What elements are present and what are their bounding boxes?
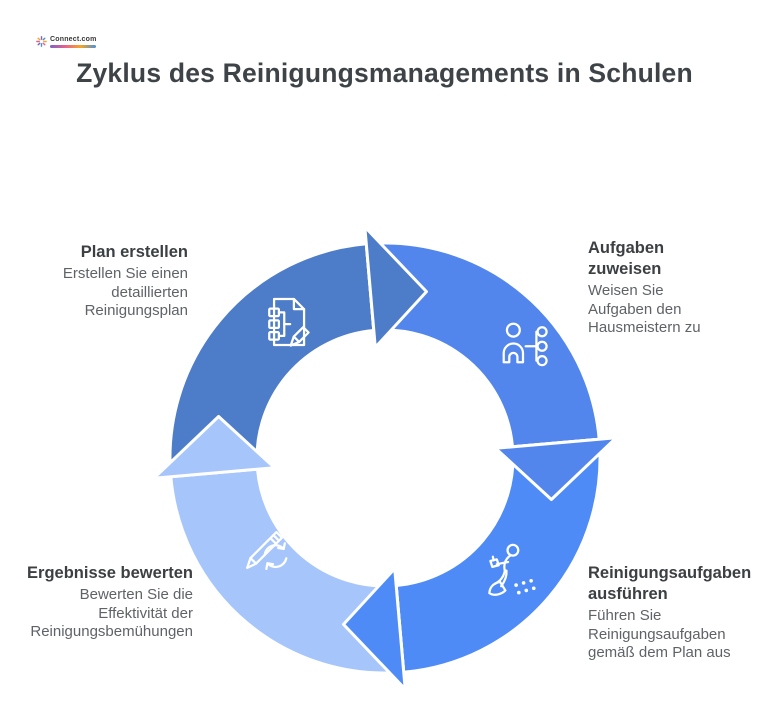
person-cleaning-icon (477, 539, 537, 599)
logo: Connect.com (36, 36, 97, 48)
step-heading: Reinigungsaufgaben ausführen (588, 564, 752, 603)
step-heading: Aufgaben zuweisen (588, 239, 665, 278)
step-heading: Plan erstellen (80, 243, 188, 261)
cycle-arrowhead-bottom-right (342, 567, 407, 691)
logo-text: Connect.com (50, 36, 97, 43)
cycle-arrowhead-top-right (494, 436, 618, 501)
person-task-assignment-icon (493, 313, 553, 373)
step-description: Erstellen Sie einen detaillierten Reinig… (62, 264, 188, 320)
step-heading: Ergebnisse bewerten (27, 564, 193, 582)
step-label-ergebnisse-bewerten: Ergebnisse bewerten Bewerten Sie die Eff… (13, 563, 193, 642)
document-plan-pencil-icon (258, 292, 318, 352)
step-description: Führen Sie Reinigungsaufgaben gemäß dem … (588, 606, 731, 662)
page-title: Zyklus des Reinigungsmanagements in Schu… (76, 58, 693, 88)
step-label-aufgaben-zuweisen: Aufgaben zuweisen Weisen Sie Aufgaben de… (588, 238, 716, 338)
cycle-arrowhead-top-left (363, 225, 428, 349)
logo-starburst-icon (36, 36, 47, 47)
step-description: Weisen Sie Aufgaben den Hausmeistern zu (588, 281, 701, 337)
step-label-reinigungsaufgaben-ausfuehren: Reinigungsaufgaben ausführen Führen Sie … (588, 563, 756, 663)
step-description: Bewerten Sie die Effektivität der Reinig… (30, 585, 193, 641)
pencil-refresh-icon (237, 517, 297, 577)
logo-tagline (50, 45, 96, 48)
cycle-arrowhead-bottom-left (152, 415, 276, 480)
step-label-plan-erstellen: Plan erstellen Erstellen Sie einen detai… (8, 242, 188, 321)
